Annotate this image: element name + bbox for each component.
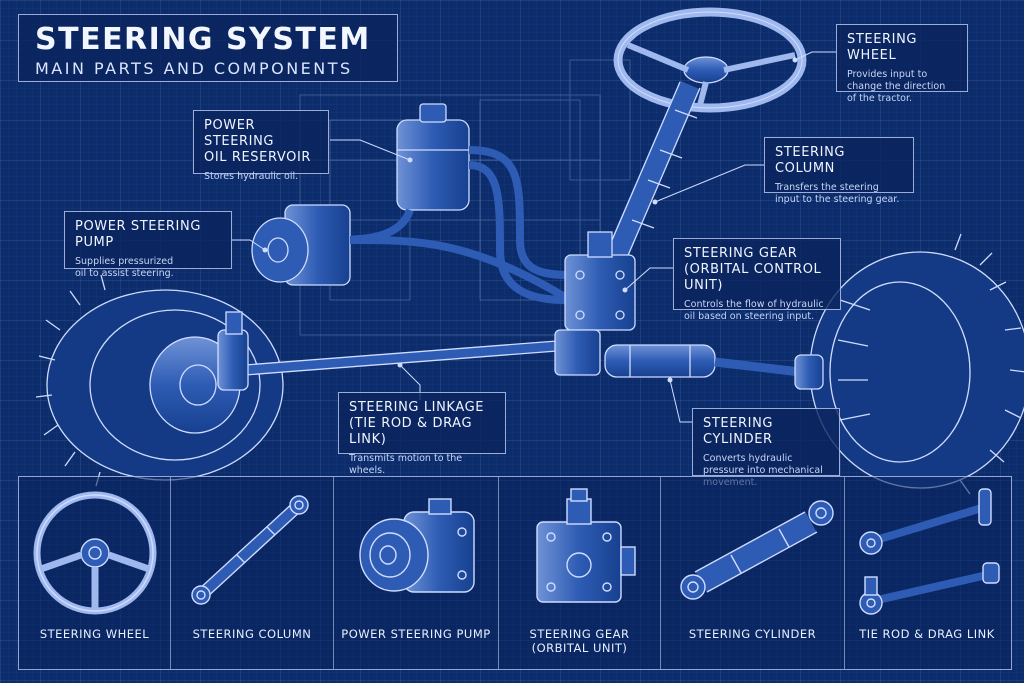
component-label: STEERING GEAR (ORBITAL UNIT) (529, 627, 630, 655)
callout-description: Stores hydraulic oil. (204, 171, 299, 182)
callout-oil-reservoir: POWER STEERING OIL RESERVOIR Stores hydr… (193, 110, 329, 182)
component-label: TIE ROD & DRAG LINK (859, 627, 995, 641)
cylinder-drawing (604, 344, 824, 390)
component-label: STEERING WHEEL (39, 627, 150, 641)
callout-heading: STEERING GEAR (ORBITAL CONTROL UNIT) (684, 246, 822, 293)
leader-lines (232, 51, 836, 423)
component-label: STEERING CYLINDER (688, 627, 817, 641)
callout-heading: STEERING LINKAGE (TIE ROD & DRAG LINK) (349, 400, 485, 447)
tie-rod-drawing (217, 311, 601, 391)
page-title: STEERING SYSTEM (35, 22, 371, 57)
steering-wheel-icon (33, 491, 157, 615)
components-panel: STEERING WHEEL STEERING COLUMN PO (18, 476, 1012, 670)
callout-heading: POWER STEERING OIL RESERVOIR (204, 118, 312, 165)
component-steering-gear: STEERING GEAR (ORBITAL UNIT) (499, 477, 661, 669)
pump-icon (359, 498, 475, 593)
component-steering-wheel: STEERING WHEEL (19, 477, 171, 669)
title-panel: STEERING SYSTEM MAIN PARTS AND COMPONENT… (18, 14, 398, 82)
callout-heading: STEERING CYLINDER (703, 416, 774, 447)
callout-heading: POWER STEERING PUMP (75, 219, 201, 250)
callout-steering-linkage: STEERING LINKAGE (TIE ROD & DRAG LINK) T… (338, 392, 506, 476)
callout-heading: STEERING WHEEL (847, 32, 918, 63)
callout-steering-column: STEERING COLUMN Transfers the steering i… (764, 137, 914, 205)
callout-heading: STEERING COLUMN (775, 145, 846, 176)
orbital-unit-drawing (564, 231, 636, 331)
component-tie-rod: TIE ROD & DRAG LINK (845, 477, 1009, 669)
callout-steering-cylinder: STEERING CYLINDER Converts hydraulic pre… (692, 408, 840, 488)
tie-rod-icon (859, 488, 1000, 615)
steering-wheel-drawing (613, 7, 807, 113)
steering-column-drawing (599, 80, 701, 275)
callout-description: Transmits motion to the wheels. (349, 453, 463, 476)
orbital-unit-icon (536, 488, 636, 603)
component-steering-cylinder: STEERING CYLINDER (661, 477, 845, 669)
callout-pump: POWER STEERING PUMP Supplies pressurized… (64, 211, 232, 279)
page-subtitle: MAIN PARTS AND COMPONENTS (35, 59, 353, 78)
component-steering-column: STEERING COLUMN (171, 477, 334, 669)
callout-steering-wheel: STEERING WHEEL Provides input to change … (836, 24, 968, 104)
steering-column-icon (191, 495, 309, 605)
callout-description: Provides input to change the direction o… (847, 69, 946, 104)
callout-description: Controls the flow of hydraulic oil based… (684, 299, 824, 322)
component-power-steering-pump: POWER STEERING PUMP (334, 477, 499, 669)
callout-steering-gear: STEERING GEAR (ORBITAL CONTROL UNIT) Con… (673, 238, 841, 322)
callout-description: Transfers the steering input to the stee… (775, 182, 900, 205)
oil-reservoir-drawing (329, 103, 571, 304)
cylinder-icon (680, 500, 834, 600)
component-label: STEERING COLUMN (192, 627, 312, 641)
pump-drawing (251, 204, 573, 304)
right-tire (809, 233, 1024, 495)
callout-description: Supplies pressurized oil to assist steer… (75, 256, 174, 279)
component-label: POWER STEERING PUMP (341, 627, 491, 641)
